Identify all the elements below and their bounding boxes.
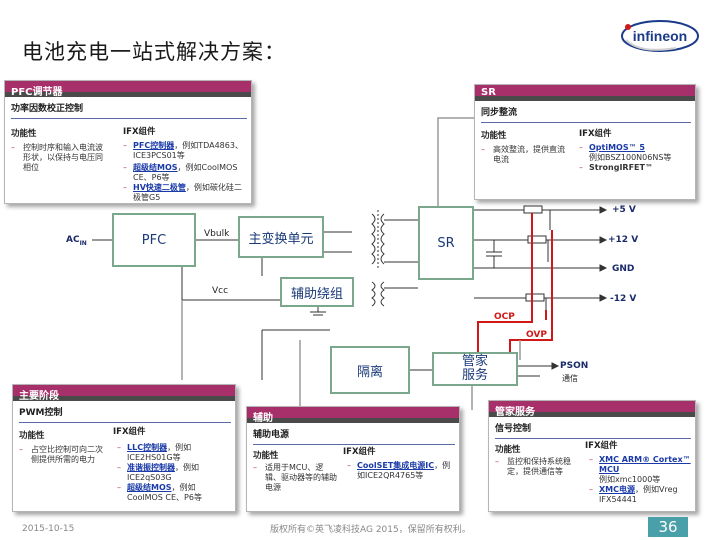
- out-12v-label: +12 V: [608, 235, 639, 245]
- logo-text: infineon: [633, 28, 687, 44]
- pfc-block: PFC: [112, 213, 196, 267]
- pfc-func-text: 控制时序和输入电流波形状，以保持与电压同相位: [23, 143, 103, 172]
- main-ifx-link-1[interactable]: 准谐振控制器: [127, 463, 175, 472]
- aux-winding-block: 辅助绕组: [280, 277, 354, 307]
- infineon-logo: infineon: [620, 18, 700, 54]
- pfc-func-label: 功能性: [11, 129, 37, 139]
- pfc-ifx-item-0: PFC控制器，例如TDA4863、ICE3PCS01等: [133, 141, 243, 160]
- pfc-ifx-label: IFX组件: [123, 127, 156, 137]
- aux-func-bullet: –: [253, 463, 257, 472]
- hk-ifx-item-1: XMC电源，例如Vreg IFX54441: [599, 485, 678, 504]
- pfc-panel-rule: [11, 118, 247, 119]
- vcc-label: Vcc: [212, 286, 229, 296]
- pfc-panel: PFC调节器 功率因数校正控制 功能性 IFX组件 – 控制时序和输入电流波形状…: [4, 80, 252, 204]
- pfc-ifx-item-2: HV快速二极管，例如碳化硅二极管G5: [133, 183, 242, 202]
- main-panel-header: 主要阶段: [13, 385, 235, 402]
- sr-panel-rule: [481, 122, 691, 123]
- sr-ifx-item-1: StrongIRFET™: [589, 163, 653, 172]
- main-transformer-block: 主变换单元: [238, 216, 324, 258]
- aux-func-text: 适用于MCU、逻辑、驱动器等的辅助电源: [265, 463, 337, 492]
- out-neg12v-label: -12 V: [610, 294, 637, 304]
- aux-ifx-bullet: –: [347, 461, 351, 470]
- main-ifx-item-2: 超级结MOS，例如CoolMOS CE、P6等: [127, 483, 202, 502]
- pfc-ifx-bullet: –: [123, 163, 127, 172]
- hk-panel-header: 管家服务: [489, 401, 695, 418]
- pfc-ifx-link-0[interactable]: PFC控制器: [133, 141, 175, 150]
- sr-ifx-bullet: –: [579, 143, 583, 152]
- hk-func-text: 监控和保持系统稳定，提供通信等: [507, 457, 571, 476]
- ac-in-label: ACIN: [66, 235, 87, 247]
- pfc-ifx-link-2[interactable]: HV快速二极管: [133, 183, 186, 192]
- sr-panel-subtitle: 同步整流: [481, 108, 518, 118]
- sr-func-bullet: –: [481, 145, 485, 154]
- pfc-panel-header: PFC调节器: [5, 81, 251, 98]
- aux-ifx-item-0: CoolSET集成电源IC，例如ICE2QR4765等: [357, 461, 451, 480]
- aux-func-label: 功能性: [253, 451, 279, 461]
- page-title: 电池充电一站式解决方案：: [22, 40, 286, 64]
- housekeeping-line1: 管家: [461, 354, 488, 369]
- hk-ifx-link-0[interactable]: XMC ARM® Cortex™ MCU: [599, 455, 691, 474]
- hk-func-label: 功能性: [495, 445, 521, 455]
- sr-panel-header: SR: [475, 85, 695, 101]
- sr-ifx-label: IFX组件: [579, 129, 612, 139]
- hk-panel-subtitle: 信号控制: [495, 424, 532, 434]
- vbulk-label: Vbulk: [204, 229, 230, 239]
- main-panel-rule: [19, 422, 231, 423]
- sr-func-label: 功能性: [481, 131, 507, 141]
- sr-block: SR: [418, 206, 474, 280]
- aux-panel: 辅助 辅助电源 功能性 IFX组件 – 适用于MCU、逻辑、驱动器等的辅助电源 …: [246, 406, 460, 512]
- pfc-ifx-item-1: 超级结MOS，例如CoolMOS CE、P6等: [133, 163, 238, 182]
- main-ifx-bullet: –: [117, 483, 121, 492]
- pson-label: PSON: [560, 361, 589, 371]
- sr-ifx-bullet: –: [579, 163, 583, 172]
- page-number: 36: [648, 517, 688, 537]
- main-func-text: 占空比控制可向二次侧提供所需的电力: [31, 445, 103, 464]
- footer-copyright: 版权所有©英飞凌科技AG 2015，保留所有权利。: [270, 525, 471, 535]
- sr-func-text: 高效整流，提供直流电流: [493, 145, 565, 164]
- footer-date: 2015-10-15: [22, 524, 75, 534]
- main-stage-panel: 主要阶段 PWM控制 功能性 IFX组件 – 占空比控制可向二次侧提供所需的电力…: [12, 384, 236, 512]
- pfc-func-bullet: –: [11, 143, 15, 152]
- out-5v-label: +5 V: [612, 205, 636, 215]
- hk-ifx-bullet: –: [589, 485, 593, 494]
- aux-panel-subtitle: 辅助电源: [253, 430, 290, 440]
- hk-ifx-link-1[interactable]: XMC电源: [599, 485, 635, 494]
- main-ifx-link-0[interactable]: LLC控制器: [127, 443, 168, 452]
- sr-ifx-link-0[interactable]: OptiMOS™ 5: [589, 143, 645, 152]
- ocp-label: OCP: [494, 312, 515, 322]
- comm-label: 通信: [562, 374, 578, 383]
- aux-ifx-label: IFX组件: [343, 447, 376, 457]
- main-ifx-label: IFX组件: [113, 427, 146, 437]
- isolation-block: 隔离: [330, 346, 410, 394]
- aux-panel-header: 辅助: [247, 407, 459, 424]
- main-ifx-bullet: –: [117, 463, 121, 472]
- hk-panel-rule: [495, 438, 691, 439]
- gnd-label: GND: [612, 264, 635, 274]
- aux-ifx-link-0[interactable]: CoolSET集成电源IC: [357, 461, 435, 470]
- sr-panel: SR 同步整流 功能性 IFX组件 – 高效整流，提供直流电流 – OptiMO…: [474, 84, 696, 200]
- main-ifx-item-1: 准谐振控制器，例如ICE2qS03G: [127, 463, 199, 482]
- main-ifx-link-2[interactable]: 超级结MOS: [127, 483, 172, 492]
- pfc-panel-subtitle: 功率因数校正控制: [11, 104, 84, 114]
- aux-panel-rule: [253, 444, 455, 445]
- main-func-bullet: –: [19, 445, 23, 454]
- hk-ifx-label: IFX组件: [585, 441, 618, 451]
- hk-ifx-bullet: –: [589, 455, 593, 464]
- main-ifx-bullet: –: [117, 443, 121, 452]
- pfc-ifx-bullet: –: [123, 183, 127, 192]
- main-panel-subtitle: PWM控制: [19, 408, 63, 418]
- pfc-ifx-link-1[interactable]: 超级结MOS: [133, 163, 178, 172]
- housekeeping-block: 管家 服务: [432, 352, 518, 386]
- main-ifx-item-0: LLC控制器，例如ICE2HS01G等: [127, 443, 192, 462]
- main-func-label: 功能性: [19, 431, 45, 441]
- housekeeping-line2: 服务: [461, 368, 488, 383]
- housekeeping-panel: 管家服务 信号控制 功能性 IFX组件 – 监控和保持系统稳定，提供通信等 – …: [488, 400, 696, 512]
- hk-func-bullet: –: [495, 457, 499, 466]
- pfc-ifx-bullet: –: [123, 141, 127, 150]
- ovp-label: OVP: [526, 330, 547, 340]
